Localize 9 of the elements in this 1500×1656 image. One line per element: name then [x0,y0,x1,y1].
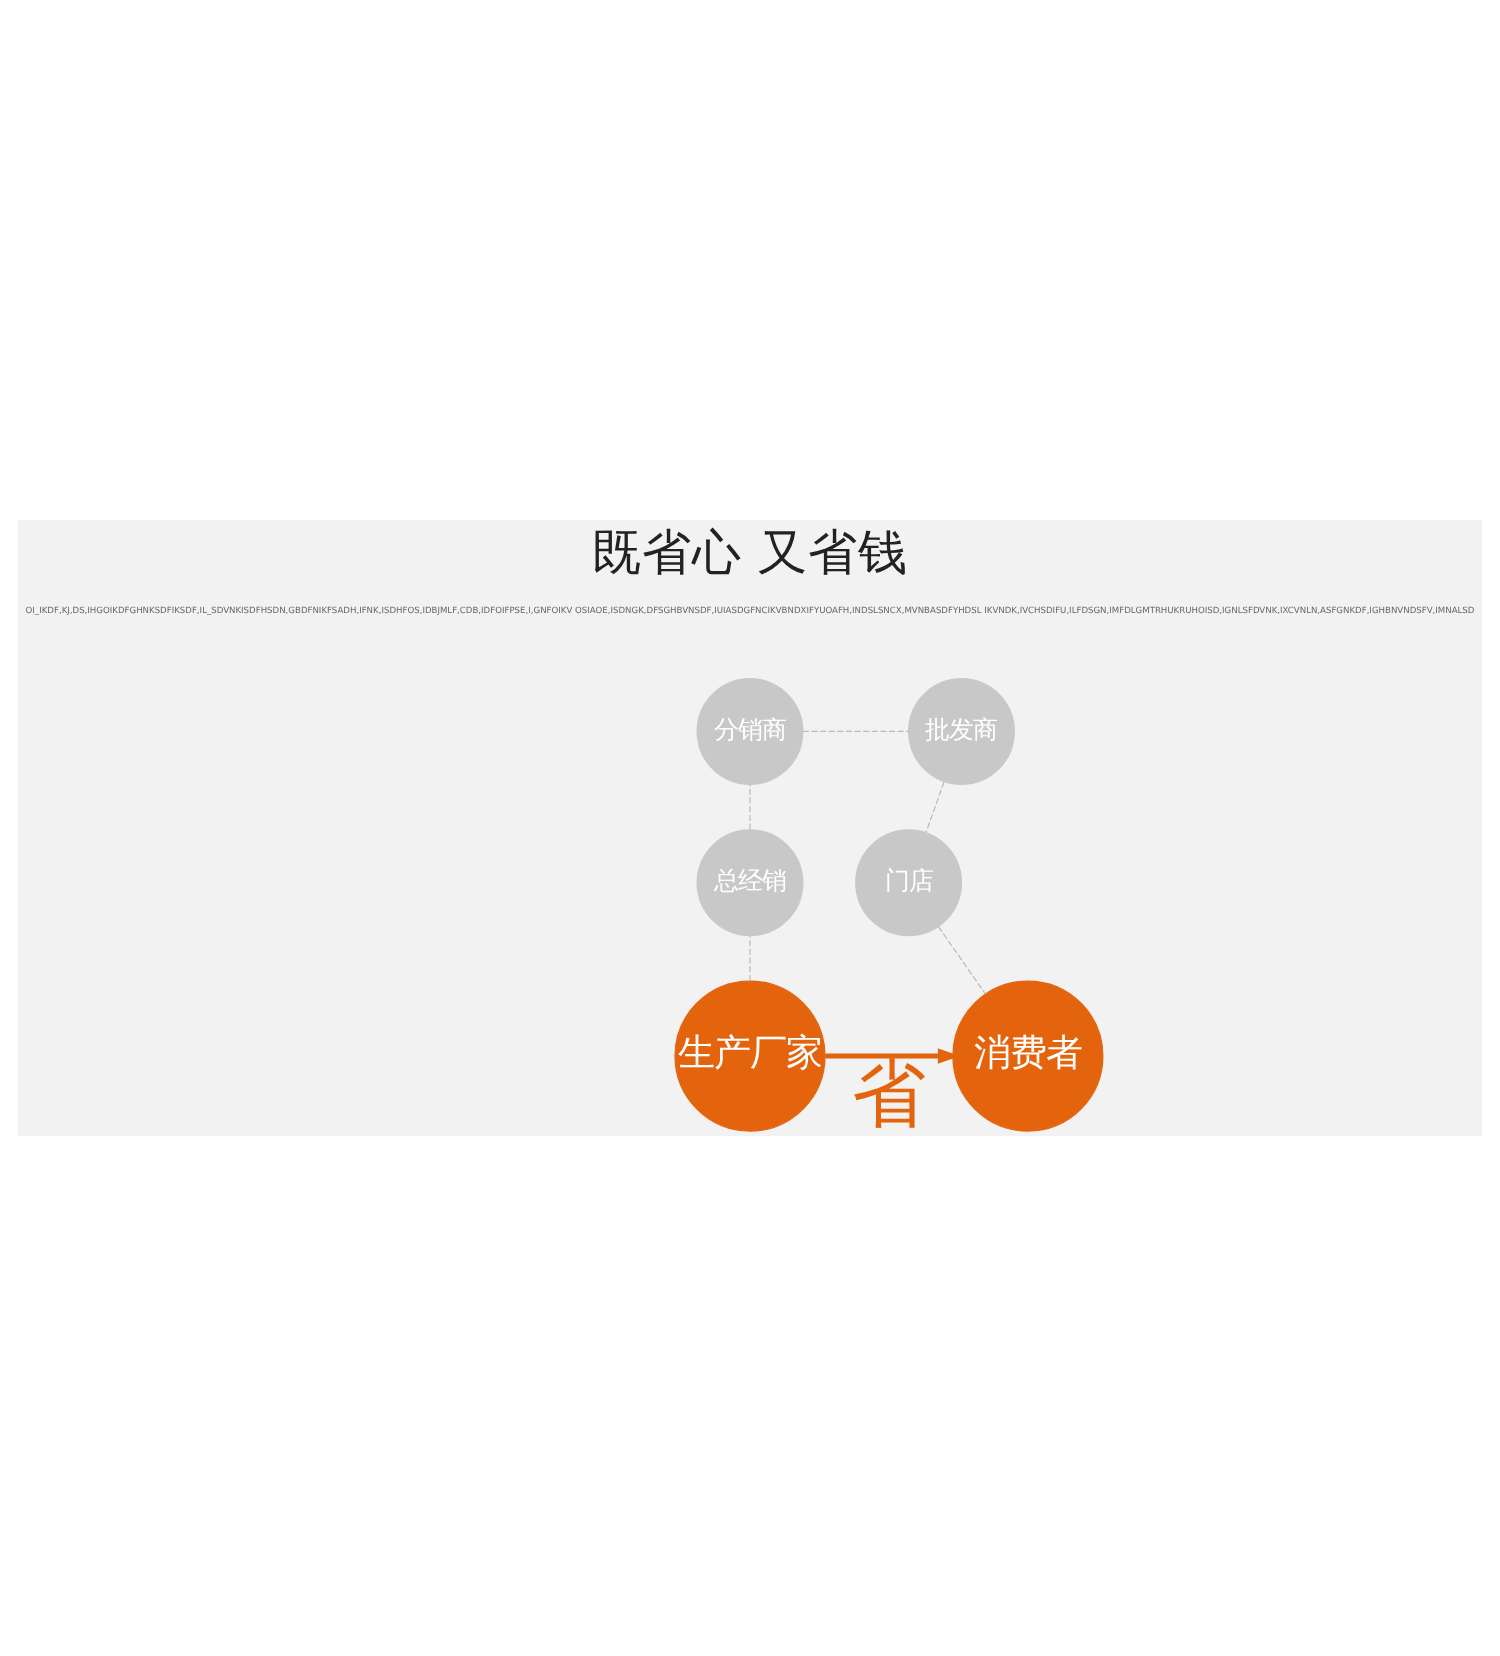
connector [749,935,751,982]
node-circle: 生产厂家 [674,980,826,1132]
connector [749,783,751,831]
connector [925,781,945,833]
connector [802,730,910,733]
diagram-title: 既省心 又省钱 [592,523,908,582]
node-circle: 消费者 [952,980,1104,1132]
connector [937,926,987,995]
edge-label: 省 [851,1050,926,1137]
